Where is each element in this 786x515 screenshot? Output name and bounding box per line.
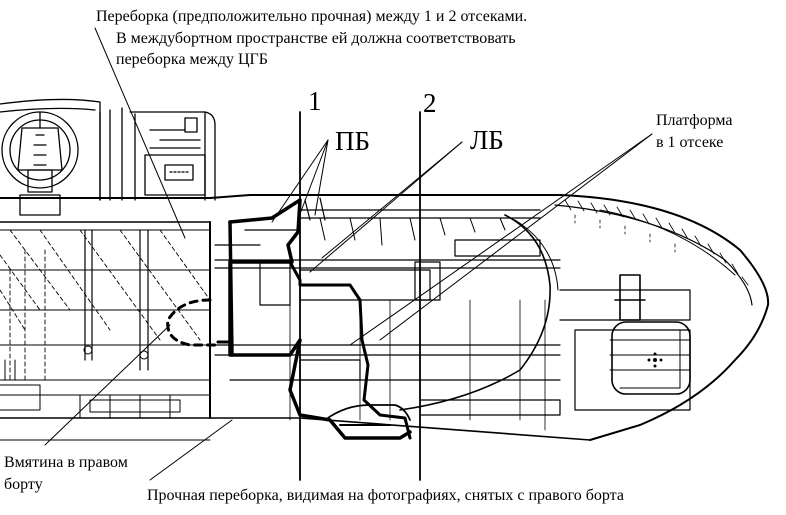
periscope-dome	[1, 111, 79, 216]
bulkhead-trace-1	[228, 198, 412, 440]
bulkhead-note-line3: переборка между ЦГБ	[116, 51, 268, 68]
bottom-caption: Прочная переборка, видимая на фотография…	[147, 487, 624, 504]
platform-tank	[611, 274, 691, 395]
platform-label-line2: в 1 отсеке	[656, 134, 724, 151]
bulkhead-note-line1: Переборка (предположительно прочная) меж…	[96, 8, 528, 25]
dent-label-line1: Вмятина в правом	[4, 454, 128, 471]
bulkhead-trace-3	[324, 404, 411, 421]
label-pb: ПБ	[335, 126, 371, 156]
internal-equipment	[214, 197, 691, 431]
bulkhead-note-line2: В междубортном пространстве ей должна со…	[116, 30, 516, 47]
dent-outline	[166, 298, 217, 347]
conning-tower	[0, 98, 216, 201]
bow-inner-structure	[399, 214, 559, 411]
bow-hatching	[564, 199, 749, 286]
section-marker-2: 2	[423, 88, 437, 118]
hull-outline	[0, 194, 770, 441]
bulkhead-trace-2	[288, 260, 412, 440]
platform-label-line1: Платформа	[656, 112, 733, 129]
left-compartment	[0, 221, 211, 419]
section-marker-1: 1	[308, 86, 322, 116]
label-lb: ЛБ	[470, 125, 504, 155]
leader-lines	[44, 27, 653, 481]
dent-label-line2: борту	[4, 476, 43, 493]
